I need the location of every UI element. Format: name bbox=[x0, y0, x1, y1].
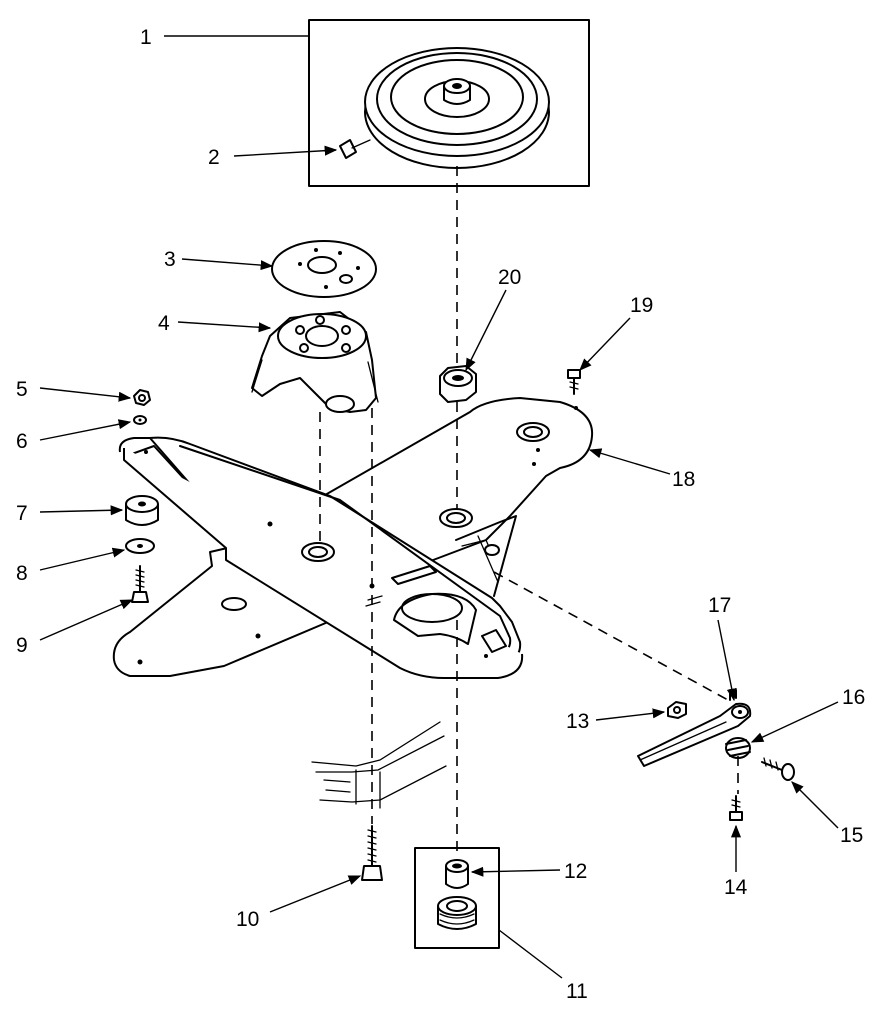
screw-15[interactable] bbox=[761, 757, 795, 781]
flange-plate[interactable] bbox=[271, 240, 377, 298]
spring-16[interactable] bbox=[725, 737, 751, 759]
callout-2: 2 bbox=[208, 146, 220, 169]
callout-15: 15 bbox=[840, 824, 863, 847]
callout-14: 14 bbox=[724, 876, 748, 899]
callout-11: 11 bbox=[566, 980, 588, 1003]
washer-8[interactable] bbox=[125, 538, 155, 554]
nut-5[interactable] bbox=[133, 389, 151, 406]
lock-washer-6[interactable] bbox=[133, 415, 147, 425]
adjuster-arm-17[interactable] bbox=[637, 689, 752, 767]
grommet-7[interactable] bbox=[125, 495, 159, 526]
callout-12: 12 bbox=[564, 860, 587, 883]
main-frame[interactable] bbox=[118, 436, 524, 679]
bolt-9[interactable] bbox=[131, 565, 149, 603]
screw-19[interactable] bbox=[567, 369, 581, 395]
callout-18: 18 bbox=[672, 468, 695, 491]
pulley[interactable] bbox=[364, 47, 550, 169]
callout-6: 6 bbox=[16, 430, 28, 453]
cabinet-base-outline bbox=[311, 721, 447, 809]
callout-3: 3 bbox=[164, 248, 176, 271]
callout-16: 16 bbox=[842, 686, 865, 709]
callout-labels: 1 2 3 4 5 6 7 8 9 10 11 12 13 14 15 16 1… bbox=[16, 26, 865, 1003]
hex-nut-20[interactable] bbox=[439, 365, 477, 403]
nut-13[interactable] bbox=[667, 701, 687, 719]
callout-13: 13 bbox=[566, 710, 589, 733]
bushing-12[interactable] bbox=[445, 859, 469, 889]
assembly-guide-lines bbox=[319, 166, 739, 858]
callout-5: 5 bbox=[16, 378, 28, 401]
pulley-group-box bbox=[308, 19, 590, 187]
leader-arrows bbox=[39, 35, 839, 979]
callout-1: 1 bbox=[140, 26, 152, 49]
callout-17: 17 bbox=[708, 594, 731, 617]
callout-8: 8 bbox=[16, 562, 28, 585]
bearing-housing[interactable] bbox=[251, 311, 379, 413]
pulley-screw[interactable] bbox=[339, 139, 371, 159]
callout-19: 19 bbox=[630, 294, 653, 317]
screw-14[interactable] bbox=[729, 795, 743, 821]
callout-10: 10 bbox=[236, 908, 259, 931]
callout-7: 7 bbox=[16, 502, 28, 525]
callout-20: 20 bbox=[498, 266, 521, 289]
long-screw[interactable] bbox=[361, 825, 383, 881]
bearing-11[interactable] bbox=[437, 896, 477, 930]
callout-4: 4 bbox=[158, 312, 170, 335]
callout-9: 9 bbox=[16, 634, 28, 657]
